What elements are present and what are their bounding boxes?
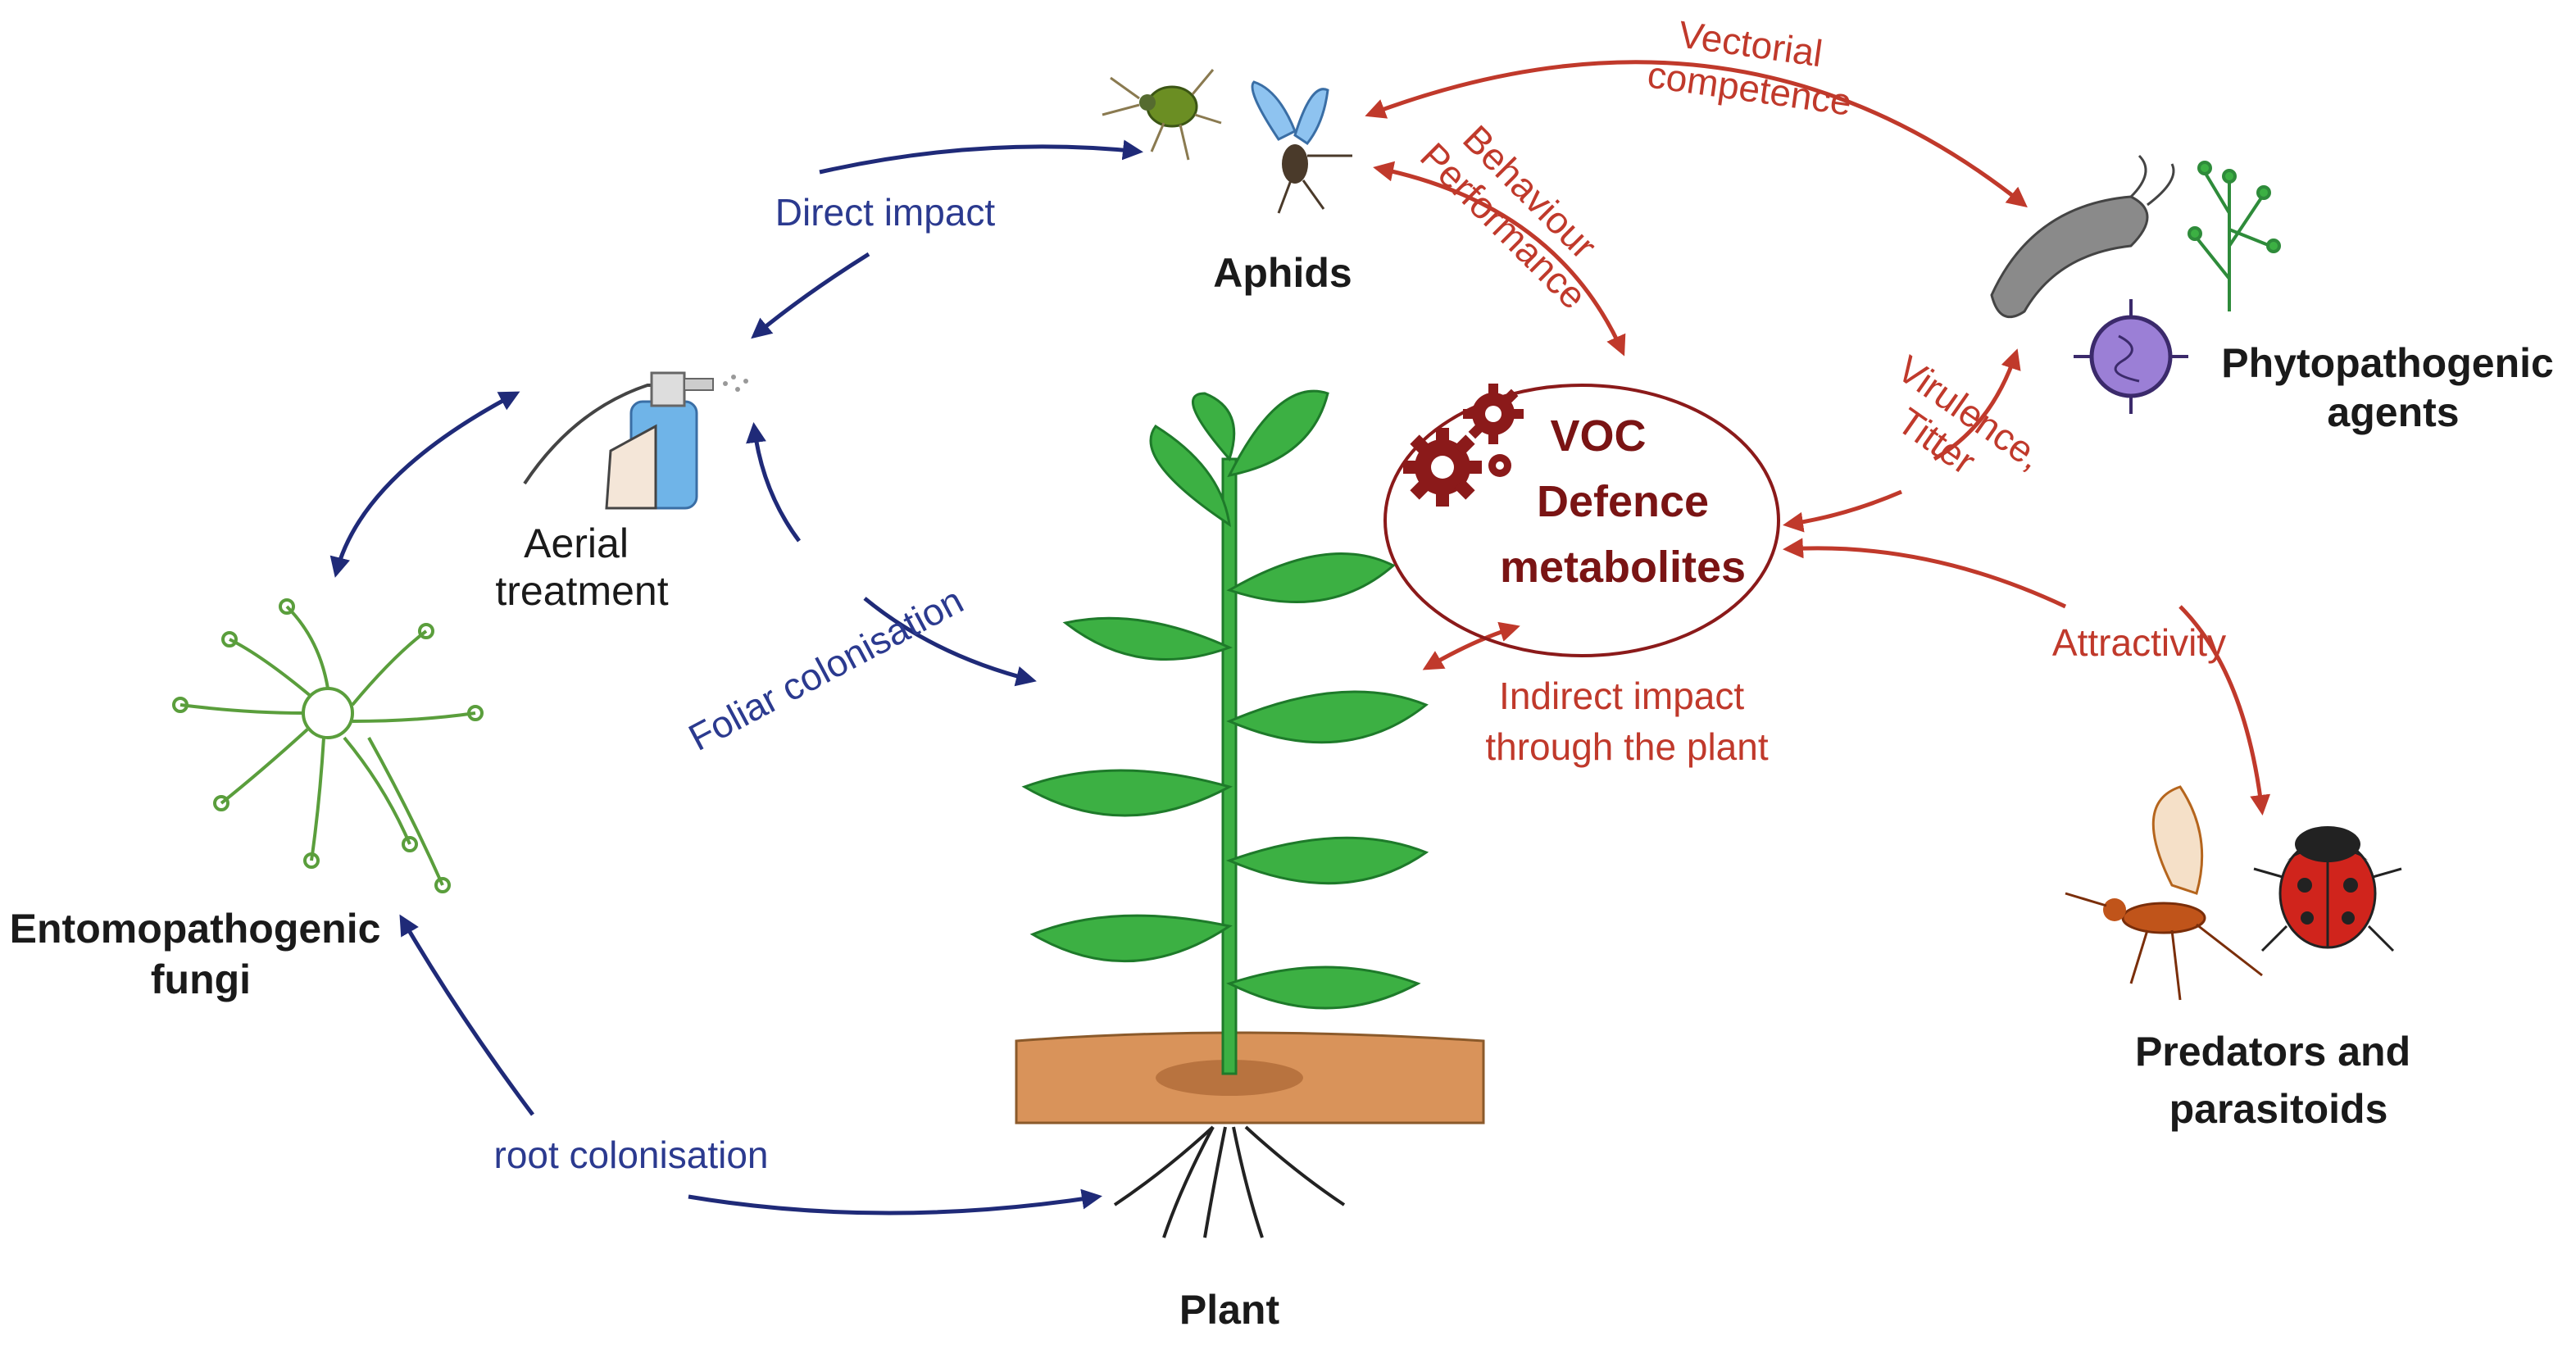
arrow-virulence-to-agents (1933, 348, 2021, 461)
arrow-virulence-to-voc (1783, 489, 1902, 533)
arrow-spray-fungi (329, 391, 520, 578)
entomopathogenic-fungi-label: Entomopathogenic fungi (10, 906, 393, 1002)
phytopathogenic-agents-label: Phytopathogenic agents (2221, 340, 2565, 435)
vectorial-competence-label: Vectorial competence (1645, 9, 1860, 124)
fungus-mycelium-icon (172, 598, 484, 893)
aerial-treatment-label: Aerial treatment (495, 520, 668, 614)
arrow-behaviour-performance (1373, 161, 1626, 357)
behaviour-performance-label: Behaviour Performance (1412, 104, 1625, 317)
indirect-impact-label: Indirect impact through the plant (1485, 675, 1768, 768)
ladybug-icon (2253, 826, 2402, 952)
bacterium-icon (1990, 154, 2175, 319)
virus-icon (2074, 299, 2188, 414)
direct-impact-label: Direct impact (775, 191, 996, 234)
arrow-foliar-to-plant (863, 597, 1037, 687)
aphids-label: Aphids (1213, 250, 1352, 296)
arrow-indirect-impact (1422, 621, 1520, 670)
plant-icon (1015, 389, 1485, 1238)
arrow-root-to-plant (688, 1188, 1102, 1215)
arrow-foliar-to-spray (746, 422, 802, 543)
defence-label: Defence (1537, 477, 1709, 526)
plant-label: Plant (1179, 1287, 1280, 1333)
arrow-direct-impact-to-aphids (819, 139, 1143, 175)
spray-bottle-icon (523, 371, 748, 510)
foliar-colonisation-label: Foliar colonisation (682, 579, 970, 759)
winged-aphid-icon (1251, 80, 1352, 214)
gear-icon (1403, 384, 1524, 507)
predators-parasitoids-label: Predators and parasitoids (2135, 1029, 2422, 1132)
voc-label: VOC (1550, 411, 1646, 461)
arrow-root-to-fungi (399, 914, 535, 1116)
arrow-direct-impact-to-spray (751, 252, 870, 339)
fungal-spores-icon (2188, 161, 2281, 311)
root-colonisation-label: root colonisation (494, 1134, 769, 1176)
aphid-icon (1102, 69, 1222, 161)
wasp-icon (2065, 785, 2263, 1001)
arrow-attractivity-to-voc (1783, 538, 2067, 609)
metabolites-label: metabolites (1500, 543, 1746, 592)
arrow-vectorial-competence (1365, 60, 2028, 208)
voc-ellipse (1383, 384, 1780, 657)
arrow-attractivity-to-predators (2178, 605, 2271, 816)
attractivity-label: Attractivity (2052, 621, 2226, 664)
